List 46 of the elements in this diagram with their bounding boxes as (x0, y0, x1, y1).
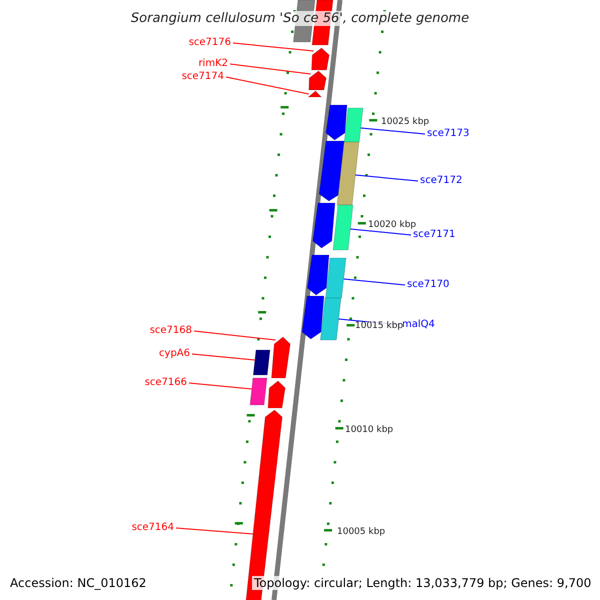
gene-label: sce7164 (132, 523, 174, 533)
scale-label: 10005 kbp (337, 528, 386, 537)
gene-segment (271, 336, 291, 378)
gene-block (344, 108, 364, 142)
leader-line (230, 64, 312, 74)
accession-text: Accession: NC_010162 (8, 576, 148, 590)
scale-label: 10025 kbp (381, 118, 430, 127)
gene-segment (268, 380, 286, 408)
gene-block (250, 378, 268, 406)
gene-block (325, 258, 346, 298)
gene-segment (326, 104, 348, 140)
gene-label: cypA6 (159, 349, 190, 359)
leader-line (354, 174, 418, 182)
scale-label: 10010 kbp (345, 426, 394, 435)
gene-block (336, 142, 360, 206)
leader-line (350, 228, 412, 236)
gene-segment (302, 296, 324, 340)
gene-segment (308, 90, 322, 98)
genome-info-text: Topology: circular; Length: 13,033,779 bp; Genes: 9,700 (252, 576, 594, 590)
leader-line (194, 330, 276, 340)
leader-line (232, 42, 314, 52)
leader-line (360, 128, 426, 134)
gene-label: sce7172 (420, 176, 462, 186)
title: Sorangium cellulosum 'So ce 56', complete genome (128, 11, 472, 26)
gene-label: sce7168 (150, 326, 192, 336)
leader-line (226, 76, 310, 94)
scale-label: 10020 kbp (368, 221, 416, 230)
gene-label: sce7174 (182, 72, 224, 82)
gene-segment (311, 48, 330, 70)
gene-block (320, 298, 342, 340)
gene-label: sce7176 (188, 38, 231, 48)
gene-label: sce7171 (413, 230, 456, 240)
gene-label: sce7173 (427, 129, 470, 139)
gene-label: sce7166 (144, 378, 187, 388)
gene-label: malQ4 (402, 320, 435, 330)
gene-segment (312, 202, 336, 248)
gene-block (332, 204, 354, 250)
leader-line (176, 528, 254, 534)
leader-line (192, 354, 256, 360)
leader-line (343, 278, 406, 286)
gene-block (252, 350, 270, 376)
gene-segment (307, 254, 330, 296)
gene-label: sce7170 (407, 280, 450, 290)
leader-line (188, 382, 252, 390)
scale-label: 10015 kbp (355, 322, 404, 331)
gene-label: rimK2 (198, 59, 228, 69)
